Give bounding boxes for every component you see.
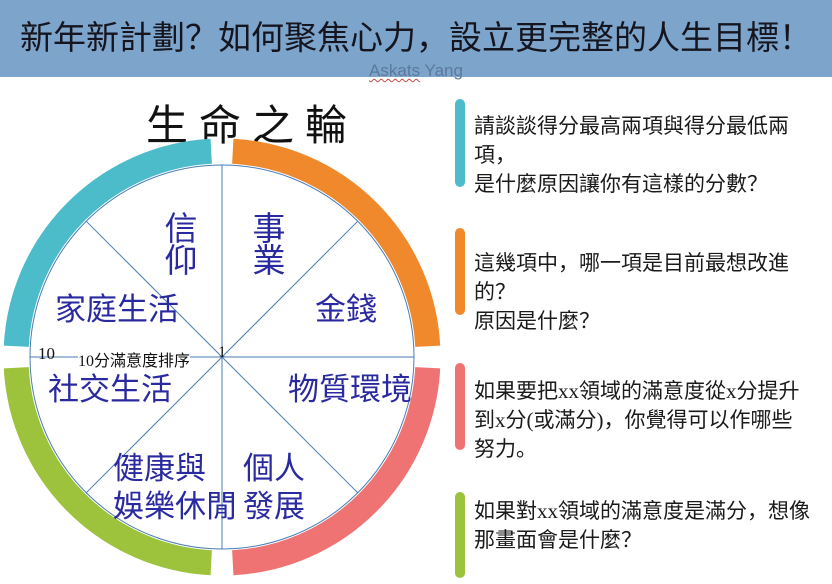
rim-score-10: 10	[38, 344, 55, 363]
question-4-text: 如果對xx領域的滿意度是滿分，想像 那畫面會是什麼？	[474, 499, 810, 552]
spoke-nw	[85, 220, 223, 358]
question-4-accent-bar	[455, 492, 465, 578]
question-1-accent-bar	[455, 99, 465, 187]
wheel-arc-bottom-left	[3, 367, 212, 576]
author-last-name: Yang	[420, 61, 463, 80]
slide-header: 新年新計劃？如何聚焦心力，設立更完整的人生目標！ Askats Yang	[0, 0, 832, 80]
segment-label-health-leisure: 健康與 娛樂休閒	[113, 451, 237, 524]
segment-label-money: 金錢	[315, 292, 377, 327]
segment-label-faith: 信 仰	[164, 212, 198, 280]
wheel-arc-top-right	[232, 138, 441, 347]
wheel-arc-top-left	[3, 138, 212, 347]
spoke-se	[221, 356, 359, 494]
segment-label-family-life: 家庭生活	[55, 292, 179, 327]
segment-label-personal-development: 個人 發展	[243, 451, 305, 524]
segment-label-material-environment: 物質環境	[288, 372, 412, 407]
slide-title: 新年新計劃？如何聚焦心力，設立更完整的人生目標！	[20, 19, 812, 56]
question-1-text: 請談談得分最高兩項與得分最低兩項， 是什麼原因讓你有這樣的分數？	[474, 114, 789, 196]
question-3-accent-bar	[455, 363, 465, 450]
segment-label-career: 事 業	[252, 212, 286, 280]
question-2-text: 這幾項中，哪一項是目前最想改進的？ 原因是什麼？	[474, 251, 789, 333]
satisfaction-scale-note: 10分滿意度排序	[78, 347, 191, 371]
center-score-1: 1	[218, 344, 226, 361]
wheel-of-life-diagram	[3, 138, 441, 576]
author-name: Askats Yang	[369, 61, 463, 81]
wheel-arc-bottom-right	[232, 367, 441, 576]
author-first-name: Askats	[369, 61, 421, 80]
question-3-text: 如果要把xx領域的滿意度從x分提升 到x分(或滿分)，你覺得可以作哪些 努力。	[474, 379, 800, 461]
segment-label-social-life: 社交生活	[48, 372, 172, 407]
spoke-sw	[85, 356, 223, 494]
spoke-ne	[221, 220, 359, 358]
question-2-accent-bar	[455, 228, 465, 315]
